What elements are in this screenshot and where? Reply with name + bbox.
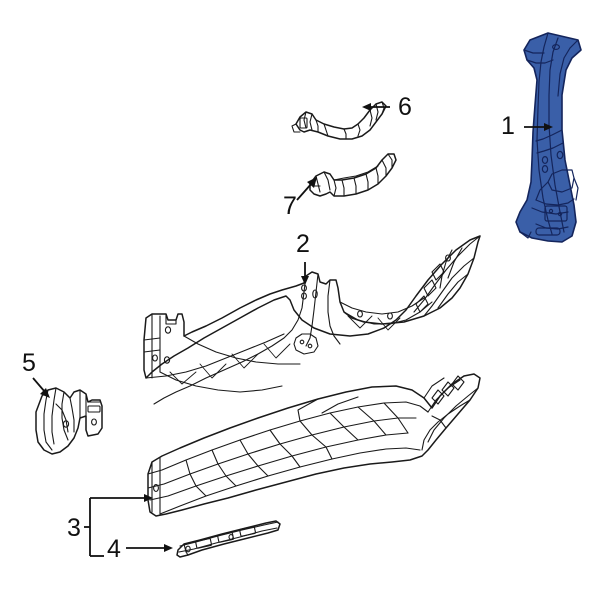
callout-number-6: 6 [398,93,412,121]
callout-number-3: 3 [67,514,81,542]
callout-5-leader [32,377,50,398]
callout-7-leader [296,177,317,201]
part-6-upper-pillar-brace[interactable] [291,101,387,140]
callout-number-2: 2 [296,230,310,258]
callout-3-leader [84,494,153,557]
part-1-center-pillar-reinforcement[interactable] [515,32,582,243]
callout-4-leader [126,544,173,552]
part-7-lower-pillar-brace[interactable] [309,153,397,197]
part-3-rocker-panel-outer[interactable] [147,373,481,517]
callout-number-7: 7 [283,192,297,220]
callout-2-leader [301,262,309,285]
part-2-inner-body-side-panel[interactable] [143,235,481,405]
callout-number-4: 4 [107,535,121,563]
callout-number-1: 1 [501,112,515,140]
callout-1-leader [524,123,553,131]
part-5-hinge-pillar-bracket[interactable] [35,387,103,455]
callout-6-leader [362,103,390,111]
callout-number-5: 5 [22,349,36,377]
part-4-rocker-reinforcement-strip[interactable] [176,520,281,558]
